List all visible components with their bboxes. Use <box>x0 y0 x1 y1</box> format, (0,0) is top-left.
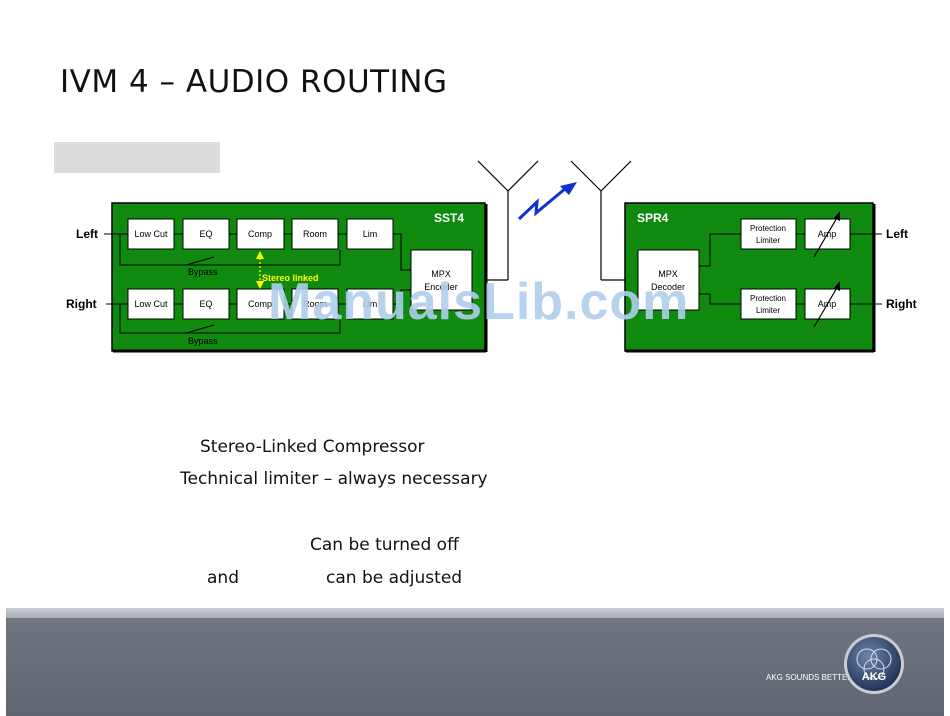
note-stereo-linked-compressor: Stereo-Linked Compressor <box>200 437 425 457</box>
rf-link-icon <box>517 182 577 221</box>
output-right-label: Right <box>886 297 917 311</box>
mpx-decoder-block: MPX Decoder <box>637 249 700 311</box>
svg-text:Comp: Comp <box>248 299 272 309</box>
svg-text:MPX: MPX <box>431 269 451 279</box>
amp-adjust-arrow-icon <box>813 211 840 328</box>
footer-bar <box>6 618 944 716</box>
note-can-be-adjusted: can be adjusted <box>326 568 463 588</box>
block-room-right: Room <box>291 288 339 320</box>
header-placeholder-bar <box>54 142 220 173</box>
svg-text:Comp: Comp <box>248 229 272 239</box>
spr4-label: SPR4 <box>637 211 669 225</box>
svg-text:Low Cut: Low Cut <box>134 229 168 239</box>
svg-text:AKG: AKG <box>862 671 886 683</box>
output-left-label: Left <box>886 227 908 241</box>
svg-text:Lim: Lim <box>363 229 378 239</box>
stereo-linked-label: Stereo linked <box>262 273 319 283</box>
svg-text:Room: Room <box>303 229 327 239</box>
block-eq-right: EQ <box>182 288 230 320</box>
footer-slogan: AKG SOUNDS BETTER <box>766 673 854 682</box>
block-eq-left: EQ <box>182 218 230 250</box>
protection-limiter-right: Protection Limiter <box>740 288 797 320</box>
svg-text:Room: Room <box>303 299 327 309</box>
footer-stripe <box>6 608 944 618</box>
svg-text:Protection: Protection <box>750 224 786 233</box>
mpx-encoder-block: MPX Encoder <box>410 249 473 311</box>
akg-logo: AKG <box>843 633 905 695</box>
sst4-label: SST4 <box>434 211 464 225</box>
svg-text:Limiter: Limiter <box>756 236 780 245</box>
bypass-label-top: Bypass <box>188 267 218 277</box>
block-low-cut-left: Low Cut <box>127 218 175 250</box>
block-low-cut-right: Low Cut <box>127 288 175 320</box>
svg-text:Limiter: Limiter <box>756 306 780 315</box>
note-and: and <box>207 568 239 588</box>
block-lim-left: Lim <box>346 218 394 250</box>
note-can-be-turned-off: Can be turned off <box>310 535 459 555</box>
block-comp-left: Comp <box>236 218 285 250</box>
svg-text:Decoder: Decoder <box>651 282 685 292</box>
amp-right: Amp <box>804 288 851 320</box>
watermark: ManualsLib.com <box>268 273 690 331</box>
note-technical-limiter: Technical limiter – always necessary <box>180 469 488 489</box>
svg-text:EQ: EQ <box>199 229 212 239</box>
svg-text:Low Cut: Low Cut <box>134 299 168 309</box>
bypass-label-bottom: Bypass <box>188 336 218 346</box>
input-left-label: Left <box>76 227 98 241</box>
protection-limiter-left: Protection Limiter <box>740 218 797 250</box>
stereo-link-arrow-icon <box>256 251 264 289</box>
svg-text:Encoder: Encoder <box>424 282 458 292</box>
svg-text:EQ: EQ <box>199 299 212 309</box>
block-room-left: Room <box>291 218 339 250</box>
svg-text:MPX: MPX <box>658 269 678 279</box>
input-right-label: Right <box>66 297 97 311</box>
block-comp-right: Comp <box>236 288 285 320</box>
svg-text:Lim: Lim <box>363 299 378 309</box>
svg-text:Protection: Protection <box>750 294 786 303</box>
slide-title: IVM 4 – AUDIO ROUTING <box>60 64 448 100</box>
